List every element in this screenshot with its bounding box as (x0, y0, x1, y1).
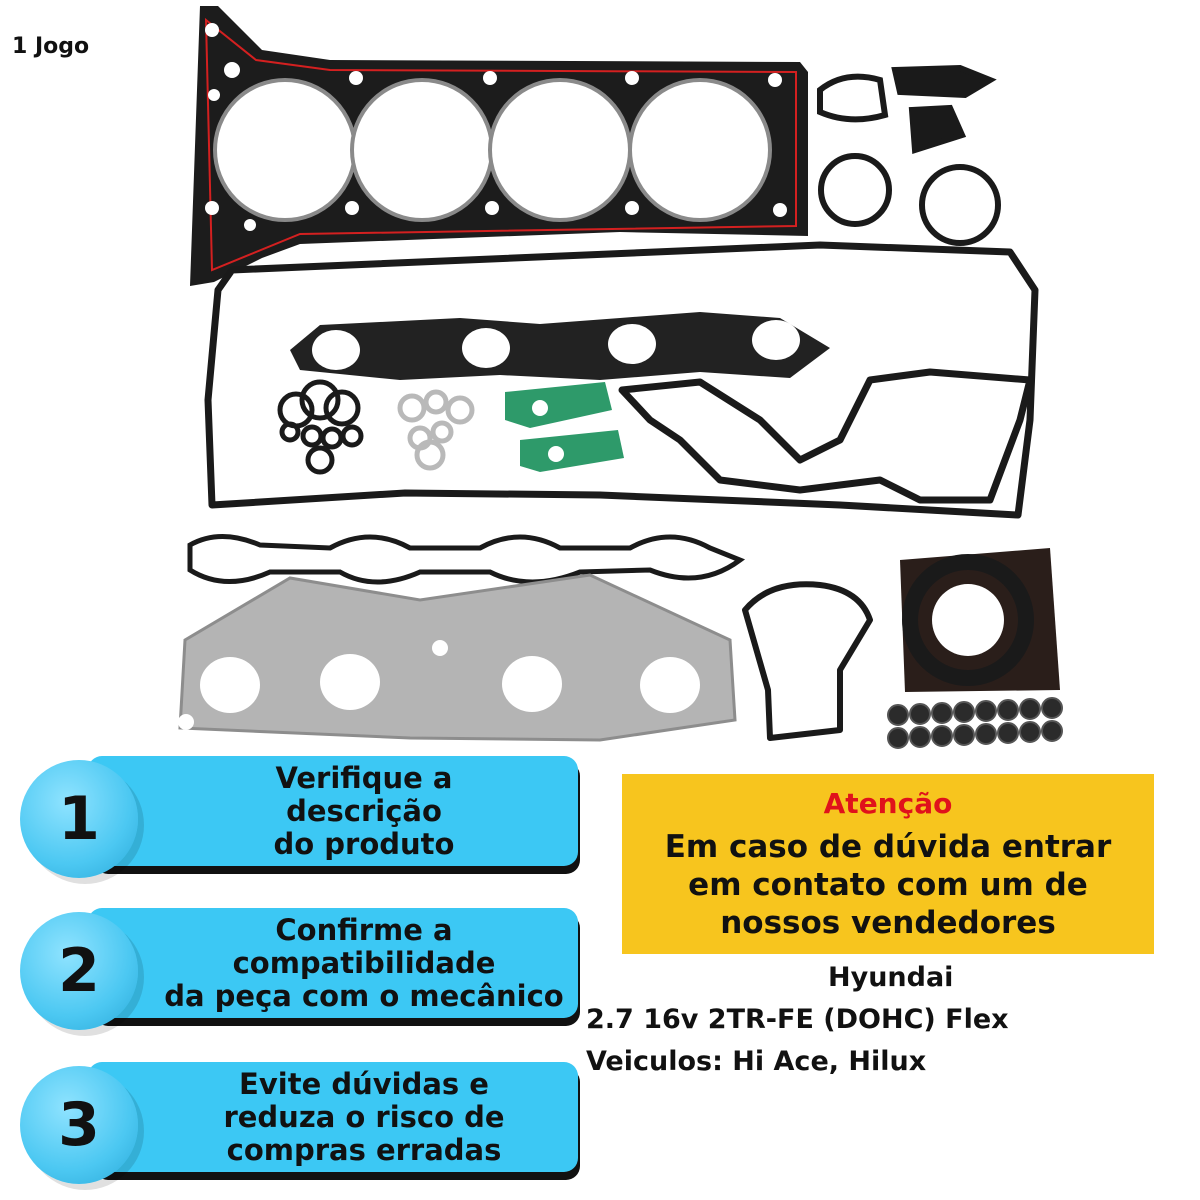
warning-line-2: em contato com um de (688, 866, 1088, 903)
warning-line-1: Em caso de dúvida entrar (664, 828, 1112, 865)
step-3-text: Evite dúvidas e reduza o risco de compra… (146, 1062, 582, 1172)
warning-title: Atenção (823, 786, 953, 820)
oil-pump-gasket (742, 581, 873, 741)
vehicle-brand: Hyundai (828, 962, 954, 993)
valve-cover-gasket (204, 241, 1039, 519)
step-1-line-2: descrição (286, 793, 442, 828)
green-gaskets (505, 382, 624, 472)
warning-line-3: nossos vendedores (720, 904, 1056, 941)
step-2-bar (88, 908, 578, 1018)
step-2-line-1: Confirme a (275, 912, 453, 947)
manifold-gasket-upper (290, 312, 830, 380)
o-rings-black (277, 379, 364, 475)
timing-cover-gasket (618, 368, 1034, 504)
valve-stem-seals (887, 697, 1063, 749)
step-2: 2 Confirme a compatibilidade da peça com… (20, 908, 580, 1030)
step-3-number: 3 (20, 1066, 138, 1184)
warning-message: Em caso de dúvida entrar em contato com … (665, 828, 1112, 942)
step-2-line-2: compatibilidade (232, 945, 496, 980)
step-2-text: Confirme a compatibilidade da peça com o… (146, 908, 582, 1018)
step-3-line-2: reduza o risco de (223, 1099, 505, 1134)
step-3: 3 Evite dúvidas e reduza o risco de comp… (20, 1062, 580, 1184)
small-gaskets (817, 64, 1001, 246)
step-1-line-3: do produto (273, 826, 455, 861)
step-3-bar (88, 1062, 578, 1172)
gasket-kit-image (178, 6, 1063, 749)
head-gasket (190, 6, 808, 286)
step-1-number: 1 (20, 760, 138, 878)
step-1: 1 Verifique a descrição do produto (20, 756, 580, 878)
step-1-line-1: Verifique a (275, 760, 453, 795)
rear-main-seal (900, 548, 1060, 692)
step-3-line-3: compras erradas (226, 1132, 502, 1167)
step-1-bar (88, 756, 578, 866)
step-1-text: Verifique a descrição do produto (146, 756, 582, 866)
exhaust-gasket-metal (178, 573, 737, 742)
intake-gasket (187, 534, 746, 585)
vehicle-models: Veiculos: Hi Ace, Hilux (586, 1046, 927, 1077)
step-2-number: 2 (20, 912, 138, 1030)
warning-box: Atenção Em caso de dúvida entrar em cont… (622, 774, 1154, 954)
step-2-line-3: da peça com o mecânico (164, 978, 564, 1013)
step-3-line-1: Evite dúvidas e (239, 1066, 489, 1101)
quantity-label: 1 Jogo (12, 34, 90, 59)
vehicle-engine: 2.7 16v 2TR-FE (DOHC) Flex (586, 1004, 1009, 1035)
o-rings-metal (397, 389, 475, 471)
